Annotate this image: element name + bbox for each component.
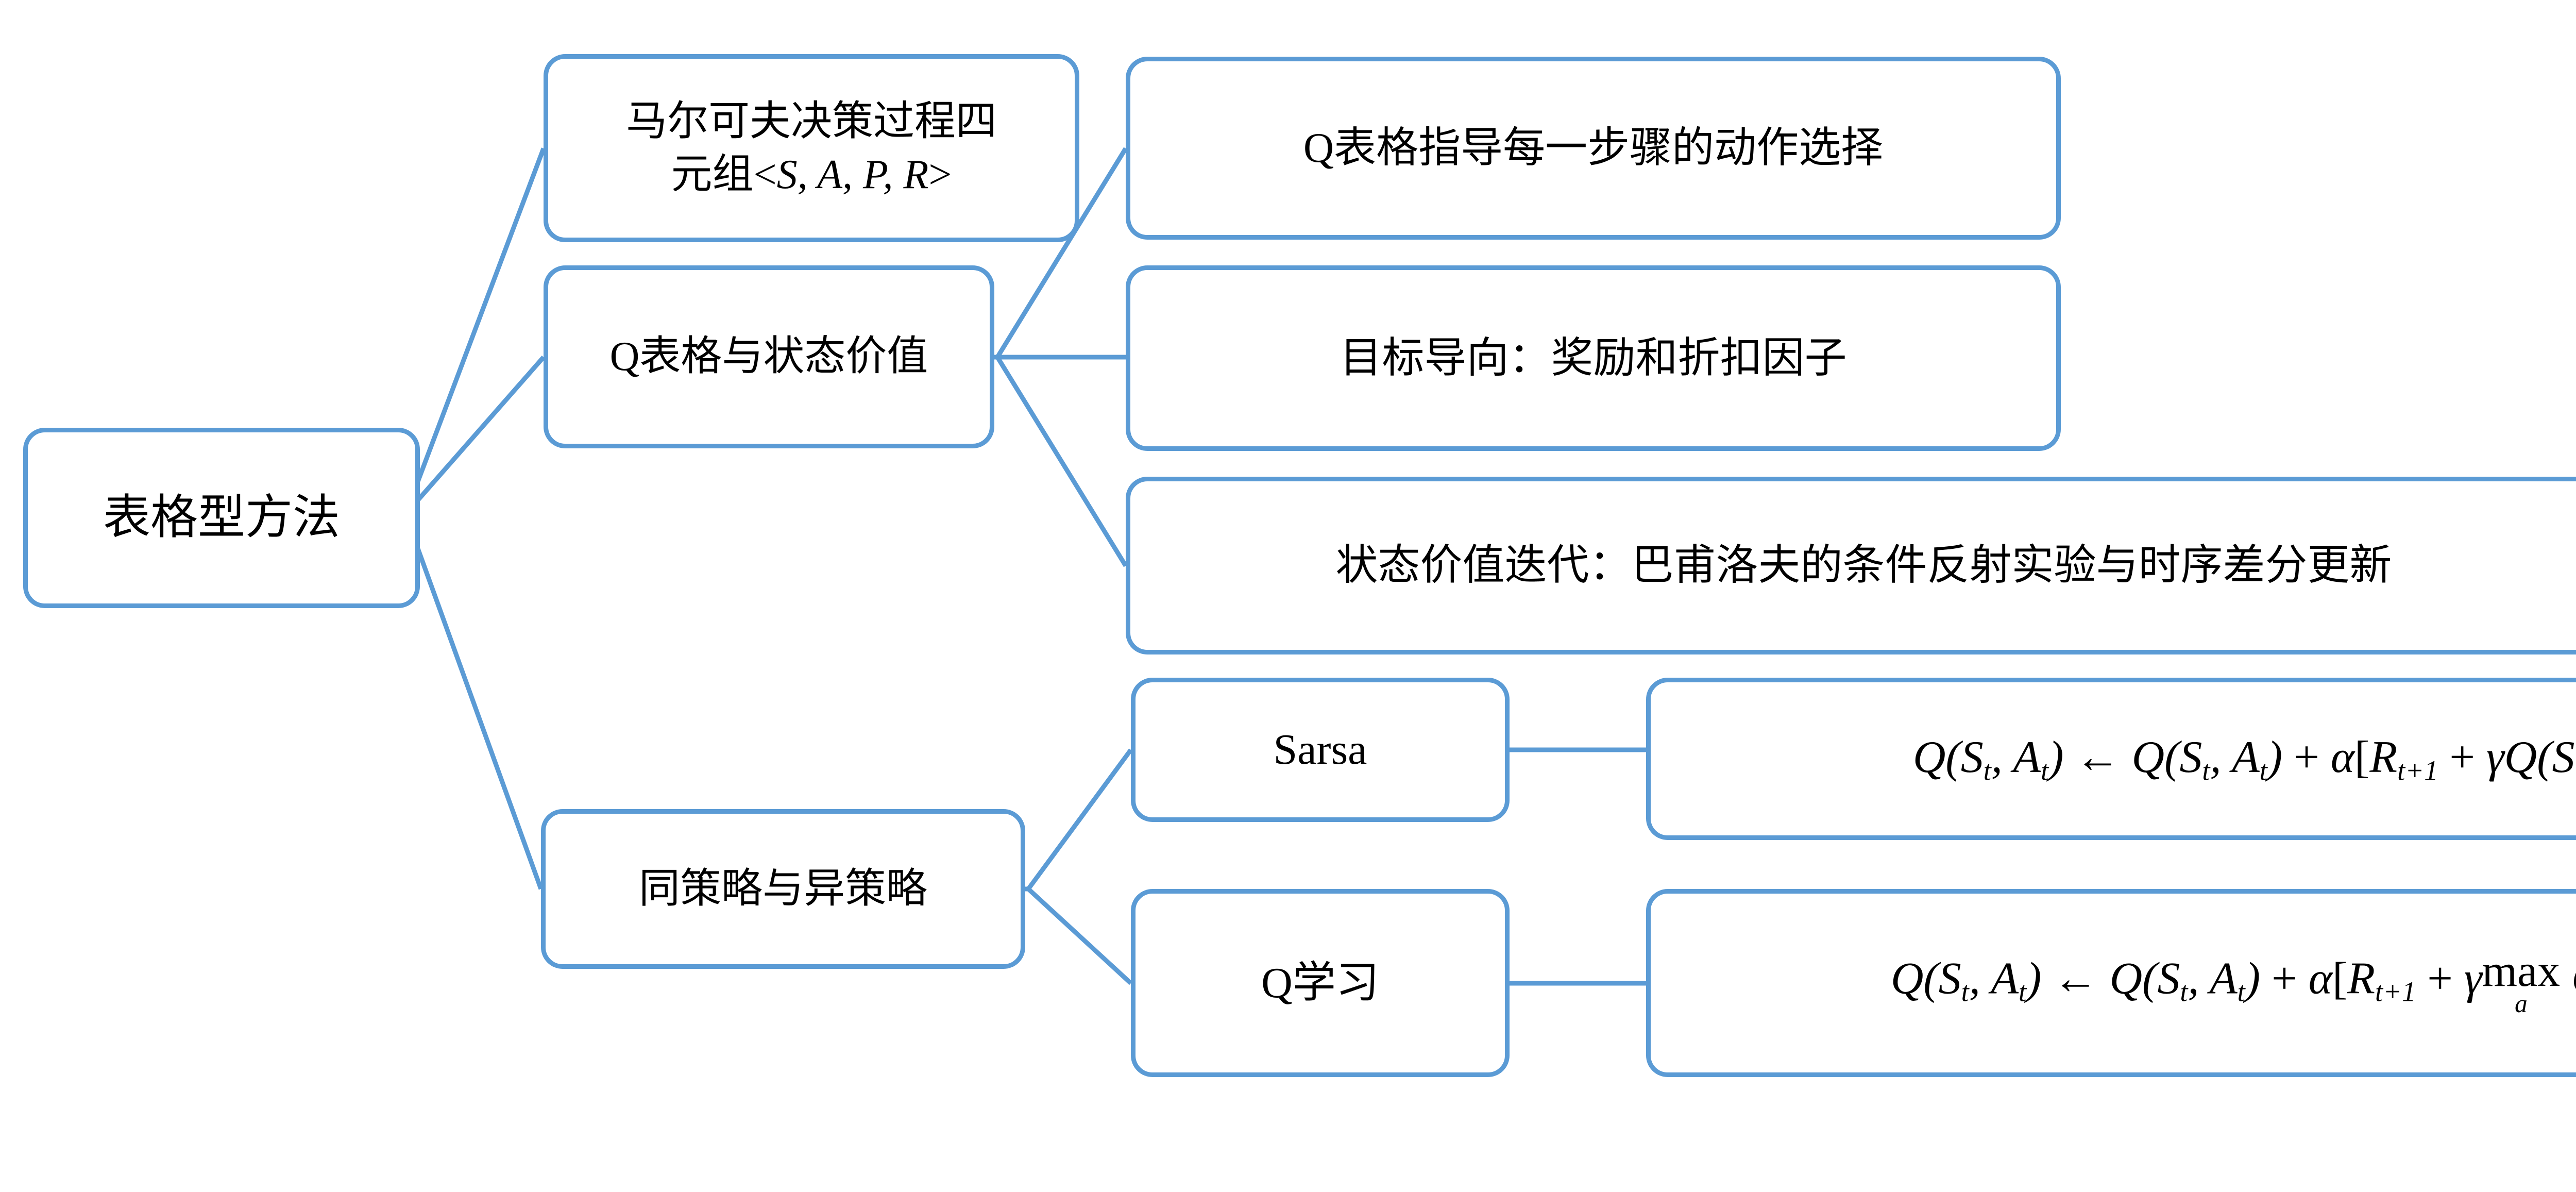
node-goal-reward-discount[interactable]: 目标导向：奖励和折扣因子: [1126, 265, 2061, 451]
node-sarsa[interactable]: Sarsa: [1131, 678, 1510, 822]
node-on-off-policy[interactable]: 同策略与异策略: [541, 809, 1025, 969]
node-mdp-line2-suffix: >: [928, 152, 952, 197]
edge-qtable-qguide: [995, 147, 1128, 359]
node-q-learning[interactable]: Q学习: [1131, 889, 1510, 1077]
edge-root-qtable: [403, 356, 546, 516]
node-mdp-line2-prefix: 元组<: [671, 152, 777, 197]
node-state-value-iteration[interactable]: 状态价值迭代：巴甫洛夫的条件反射实验与时序差分更新: [1126, 477, 2576, 654]
node-mdp-line1: 马尔可夫决策过程四: [626, 99, 997, 145]
edge-root-mdp: [403, 147, 546, 515]
node-root[interactable]: 表格型方法: [23, 428, 420, 608]
sarsa-formula-text: Q(St, At) ← Q(St, At) + α[Rt+1 + γQ(St+1…: [1912, 732, 2576, 786]
edge-qtable-value: [995, 356, 1128, 567]
node-mdp-line2: 元组<S, A, P, R>: [671, 148, 952, 201]
edge-root-policy: [403, 513, 544, 890]
node-q-table-and-state-value[interactable]: Q表格与状态价值: [544, 265, 994, 448]
node-mdp-line2-math: S, A, P, R: [776, 152, 929, 197]
edge-policy-sarsa: [1026, 748, 1133, 891]
node-mdp-tuple[interactable]: 马尔可夫决策过程四 元组<S, A, P, R>: [544, 54, 1079, 242]
node-sarsa-formula[interactable]: Q(St, At) ← Q(St, At) + α[Rt+1 + γQ(St+1…: [1646, 678, 2576, 840]
edge-policy-qlearn: [1026, 887, 1133, 985]
node-q-table-action-selection[interactable]: Q表格指导每一步骤的动作选择: [1126, 57, 2061, 240]
